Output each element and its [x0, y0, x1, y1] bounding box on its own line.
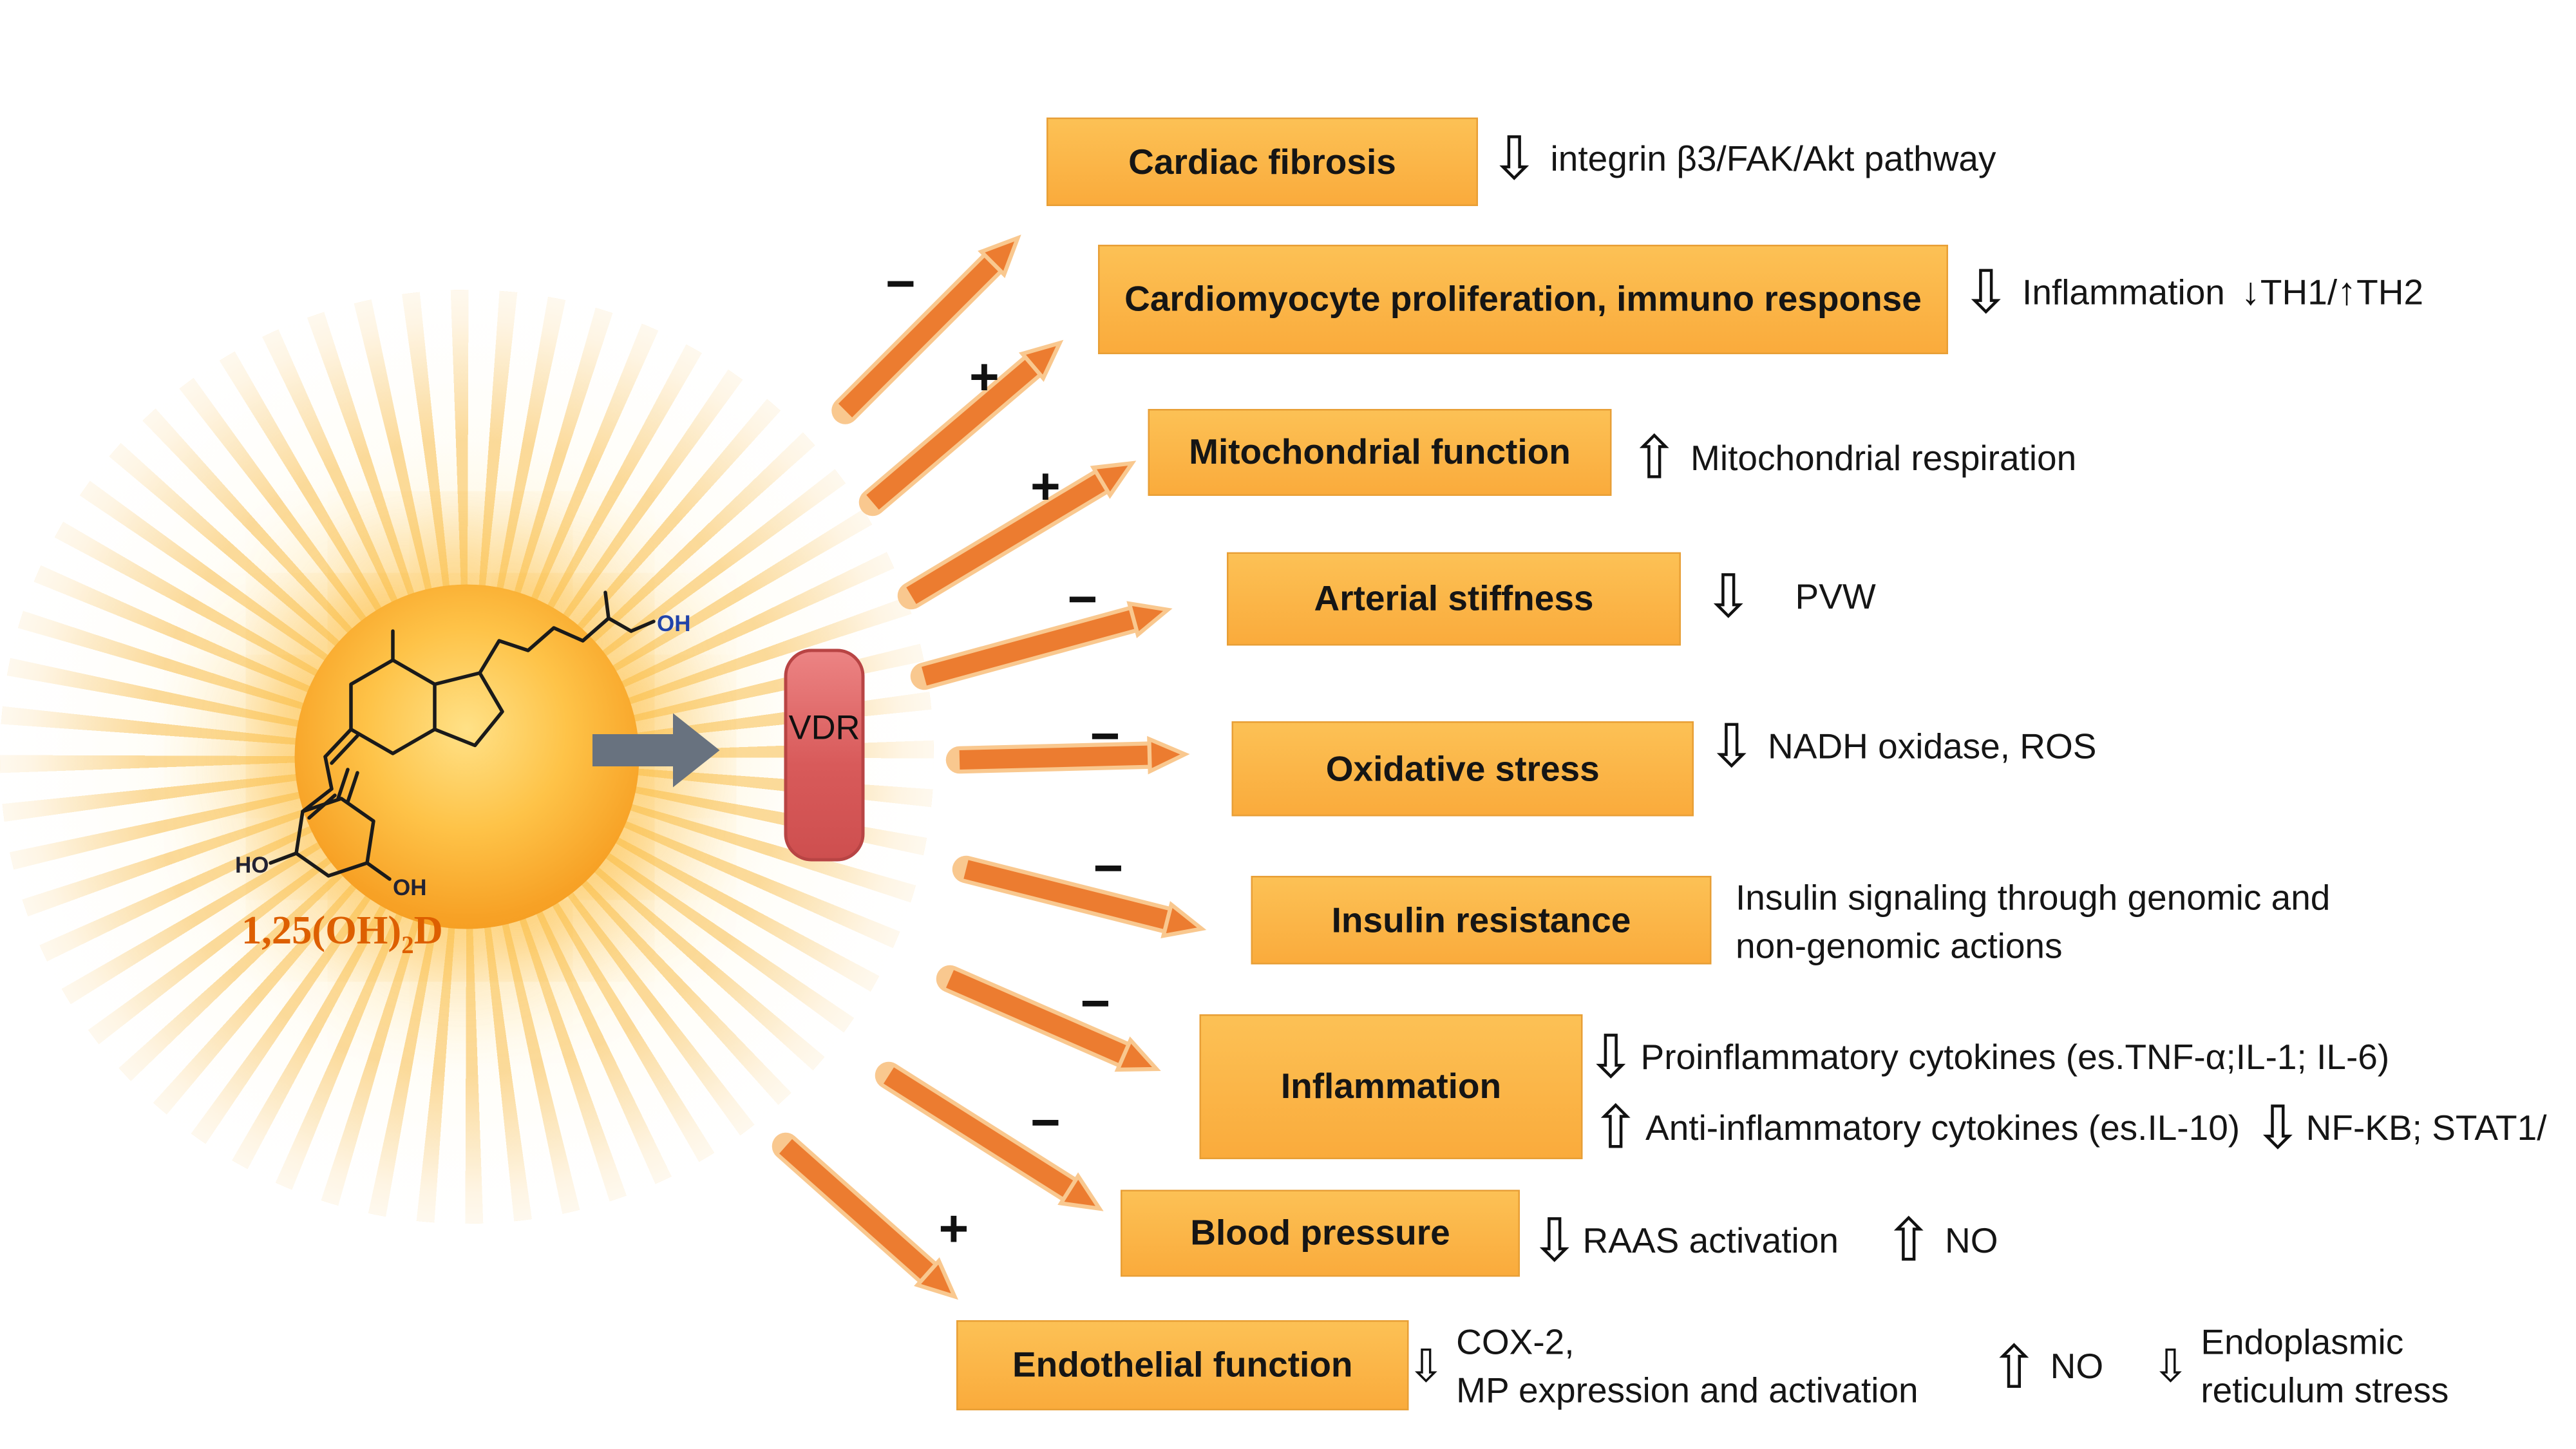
ho-label-left: HO — [235, 853, 269, 878]
annotation-text-2: NF-KB; STAT1/ — [2306, 1106, 2547, 1148]
annotation-mitochondrial: ⇧ Mitochondrial respiration — [1629, 428, 2076, 488]
molecule-label: 1,25(OH)2D — [242, 910, 443, 961]
sign-cardiomyocyte: + — [969, 348, 999, 406]
increase-icon: ⇧ — [1591, 1095, 1641, 1161]
sign-inflammation: − — [1080, 974, 1111, 1032]
annotation-cardiomyocyte: ⇩ Inflammation ↓ TH1/ ↑ TH2 — [1961, 263, 2423, 323]
annotation-text: RAAS activation — [1582, 1219, 1839, 1260]
arrow-to-oxidative-stress — [945, 735, 1190, 775]
target-box-insulin-resistance: Insulin resistance — [1251, 876, 1712, 965]
activation-arrow — [592, 713, 720, 788]
annotation-text: integrin β3/FAK/Akt pathway — [1550, 137, 1996, 178]
target-box-mitochondrial-function: Mitochondrial function — [1148, 409, 1612, 496]
target-box-blood-pressure: Blood pressure — [1121, 1189, 1520, 1277]
molecule-label-prefix: 1,25(OH) — [242, 909, 402, 954]
annotation-insulin: Insulin signaling through genomic and no… — [1736, 875, 2330, 971]
annotation-no: NO — [2050, 1346, 2104, 1387]
up-arrow-icon: ↑ — [2337, 269, 2357, 314]
sign-arterial: − — [1067, 570, 1098, 628]
annotation-text-2: NO — [1945, 1219, 1998, 1260]
annotation-er-line2: reticulum stress — [2201, 1370, 2449, 1411]
annotation-er-line1: Endoplasmic — [2201, 1321, 2404, 1363]
sign-insulin: − — [1093, 838, 1124, 897]
arrow-to-arterial-stiffness — [910, 601, 1173, 690]
arrow-to-cardiomyocyte-proliferation — [858, 339, 1064, 516]
decrease-icon: ⇩ — [1703, 564, 1754, 630]
decrease-icon: ⇩ — [1707, 713, 1757, 779]
annotation-line1: Insulin signaling through genomic and — [1736, 877, 2331, 918]
annotation-text: Anti-inflammatory cytokines (es.IL-10) — [1645, 1106, 2240, 1148]
molecule-label-subscript: 2 — [401, 932, 414, 960]
sign-endothelial: + — [938, 1199, 969, 1258]
decrease-icon: ⇩ — [2152, 1341, 2190, 1391]
vdr-label: VDR — [788, 710, 860, 748]
annotation-inflammation-line2: ⇧ Anti-inflammatory cytokines (es.IL-10)… — [1591, 1098, 2546, 1158]
target-box-cardiac-fibrosis: Cardiac fibrosis — [1046, 117, 1478, 206]
annotation-arterial: ⇩ PVW — [1703, 567, 1876, 627]
annotation-th1: TH1/ — [2260, 271, 2338, 312]
sign-mitochondrial: + — [1030, 457, 1061, 515]
target-box-endothelial-function: Endothelial function — [956, 1320, 1409, 1410]
arrow-to-mitochondrial-function — [897, 460, 1137, 610]
sun-glow — [0, 290, 934, 1224]
sign-cardiac-fibrosis: − — [886, 254, 916, 312]
target-box-arterial-stiffness: Arterial stiffness — [1227, 552, 1681, 646]
down-arrow-icon: ↓ — [2240, 269, 2260, 314]
annotation-endothelial: ⇩ COX-2, MP expression and activation ⇧ … — [1407, 1319, 2448, 1416]
decrease-icon: ⇩ — [1586, 1024, 1636, 1090]
sign-oxidative: − — [1090, 706, 1121, 765]
annotation-text: PVW — [1795, 575, 1876, 616]
vdr-receptor: VDR — [784, 649, 865, 862]
decrease-icon: ⇩ — [2253, 1095, 2303, 1161]
annotation-th2: TH2 — [2356, 271, 2424, 312]
arrow-to-insulin-resistance — [952, 855, 1207, 938]
annotation-cardiac-fibrosis: ⇩ integrin β3/FAK/Akt pathway — [1490, 129, 1996, 189]
increase-icon: ⇧ — [1883, 1208, 1934, 1274]
target-box-cardiomyocyte-proliferation: Cardiomyocyte proliferation, immuno resp… — [1098, 245, 1948, 354]
increase-icon: ⇧ — [1989, 1334, 2040, 1400]
oh-label-top: OH — [657, 611, 691, 636]
annotation-text: NADH oxidase, ROS — [1768, 725, 2097, 766]
target-box-oxidative-stress: Oxidative stress — [1231, 721, 1694, 817]
arrow-to-cardiac-fibrosis — [831, 234, 1021, 424]
vitamin-d-structure: OH HO OH — [235, 591, 691, 900]
increase-icon: ⇧ — [1629, 425, 1680, 491]
arrow-to-inflammation — [936, 965, 1161, 1072]
arrow-to-endothelial-function — [772, 1132, 959, 1300]
decrease-icon: ⇩ — [1530, 1208, 1580, 1274]
arrow-to-blood-pressure — [875, 1061, 1104, 1211]
annotation-text: Inflammation — [2022, 271, 2225, 312]
sign-blood-pressure: − — [1030, 1093, 1061, 1151]
decrease-icon: ⇩ — [1489, 126, 1540, 192]
annotation-line2: non-genomic actions — [1736, 925, 2063, 967]
annotation-blood-pressure: ⇩ RAAS activation ⇧ NO — [1530, 1211, 1998, 1271]
annotation-oxidative: ⇩ NADH oxidase, ROS — [1707, 717, 2097, 777]
annotation-line1: COX-2, — [1456, 1321, 1575, 1363]
decrease-icon: ⇩ — [1961, 259, 2011, 325]
annotation-text: Mitochondrial respiration — [1690, 437, 2077, 478]
molecule-label-suffix: D — [413, 909, 443, 954]
annotation-text: Proinflammatory cytokines (es.TNF-α;IL-1… — [1640, 1036, 2390, 1077]
decrease-icon: ⇩ — [1407, 1341, 1445, 1391]
oh-label-bottom: OH — [393, 875, 427, 900]
target-box-inflammation: Inflammation — [1199, 1014, 1583, 1159]
annotation-inflammation-line1: ⇩ Proinflammatory cytokines (es.TNF-α;IL… — [1586, 1027, 2390, 1087]
annotation-line2: MP expression and activation — [1456, 1370, 1918, 1411]
